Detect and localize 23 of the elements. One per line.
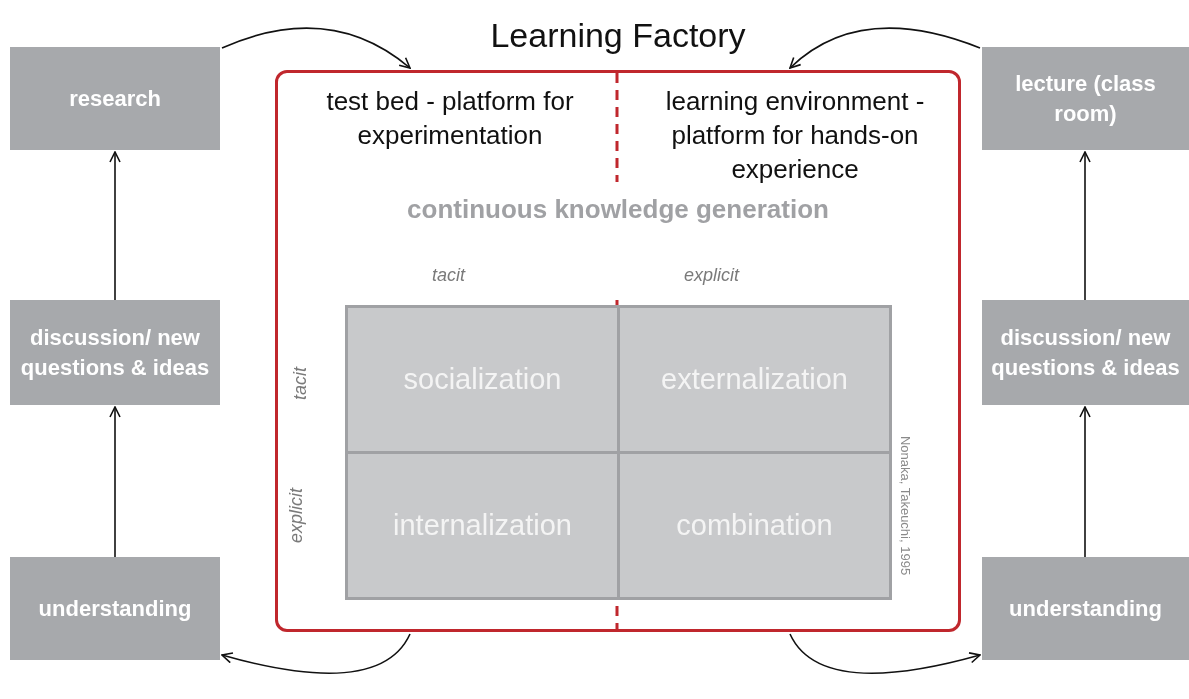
axis-label: tacit (289, 366, 311, 400)
arrow (221, 27, 411, 69)
arrow (221, 633, 411, 675)
step-box: understanding (10, 557, 220, 660)
arrow (1079, 151, 1091, 301)
title-heading: Learning Factory (489, 15, 747, 56)
step-box: understanding (982, 557, 1189, 660)
arrow (1079, 406, 1091, 558)
box-text: learning environment - platform for hands-on experience (664, 85, 926, 186)
axis-label: explicit (285, 487, 307, 543)
step-box: lecture (class room) (982, 47, 1189, 150)
step-box: research (10, 47, 220, 150)
step-box: discussion/ new questions & ideas (10, 300, 220, 405)
arrow (109, 151, 121, 301)
source-citation: Nonaka, Takeuchi, 1995 (897, 435, 913, 575)
axis-label: explicit (684, 265, 740, 286)
arrow (789, 27, 981, 69)
step-box: discussion/ new questions & ideas (982, 300, 1189, 405)
section-heading: continuous knowledge generation (406, 193, 830, 226)
arrow (109, 406, 121, 558)
axis-label: tacit (432, 265, 465, 286)
box-text: test bed - platform for experimentation (325, 85, 575, 152)
arrow (789, 633, 981, 675)
